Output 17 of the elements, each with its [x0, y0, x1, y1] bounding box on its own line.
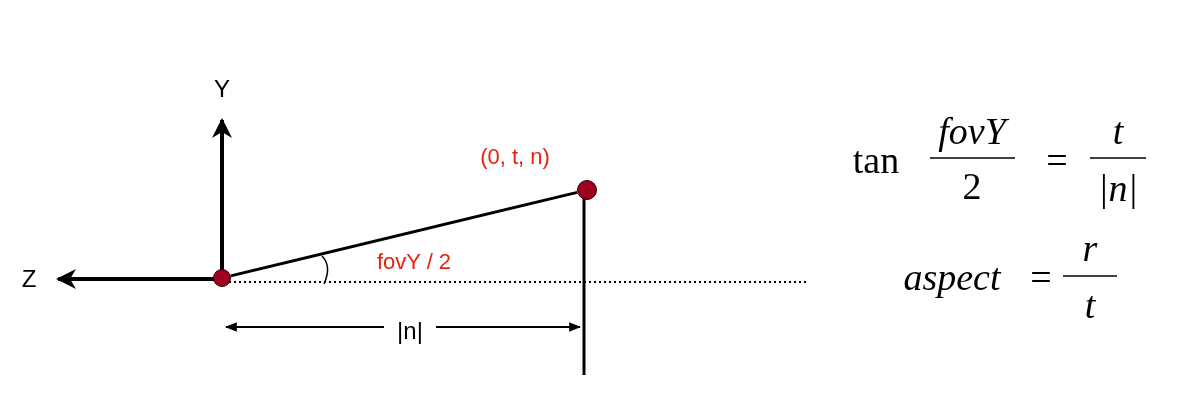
point-coordinates: (0, t, n): [480, 146, 550, 168]
axis-label: Y: [214, 77, 230, 101]
formula-text: |n|: [1098, 169, 1138, 207]
formula-text: =: [1030, 258, 1052, 296]
point-marker: [213, 269, 231, 287]
angle-label: fovY / 2: [376, 251, 452, 273]
formula-text: 2: [962, 167, 982, 205]
dimension-label: |n|: [397, 319, 423, 343]
ray-line: [230, 190, 578, 278]
formula-text: =: [1046, 141, 1068, 179]
formula-text: t: [1084, 286, 1096, 324]
formula-text: r: [1082, 229, 1098, 267]
formula-text: tan: [852, 141, 900, 179]
formula-text: t: [1112, 112, 1124, 150]
axis-label: Z: [21, 267, 37, 291]
formula-text: aspect: [903, 258, 1001, 296]
point-marker: [577, 180, 597, 200]
